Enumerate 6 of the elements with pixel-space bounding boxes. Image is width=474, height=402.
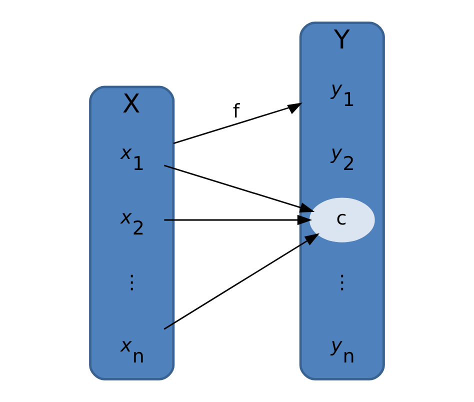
label: ⋮: [332, 272, 352, 294]
node-ellipse: c: [309, 198, 375, 242]
label: ⋮: [122, 272, 142, 294]
arrow: [164, 214, 312, 226]
edge-label: f: [232, 100, 240, 123]
arrow: [173, 102, 302, 144]
